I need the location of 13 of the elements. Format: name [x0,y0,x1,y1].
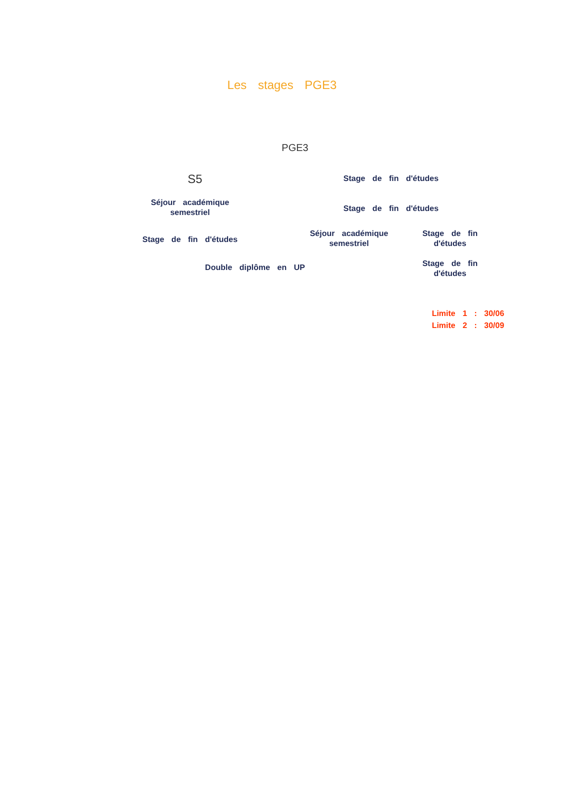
deadline-note: Limite 2 : 30/09 [430,321,506,331]
text-label: Double diplôme en UP [204,263,306,273]
text-label: Séjour académique semestriel [150,198,230,218]
text-label: Stage de fin d'études [342,174,440,184]
semester-label: S5 [186,172,204,186]
text-label: Séjour académique semestriel [309,229,389,249]
text-label: Stage de fin d'études [421,229,479,249]
text-label: Stage de fin d'études [421,259,479,279]
heading-label: PGE3 [280,144,310,154]
title: Les stages PGE3 [227,78,337,92]
text-label: Stage de fin d'études [141,235,239,245]
deadline-note: Limite 1 : 30/06 [430,309,506,319]
text-label: Stage de fin d'études [342,204,440,214]
